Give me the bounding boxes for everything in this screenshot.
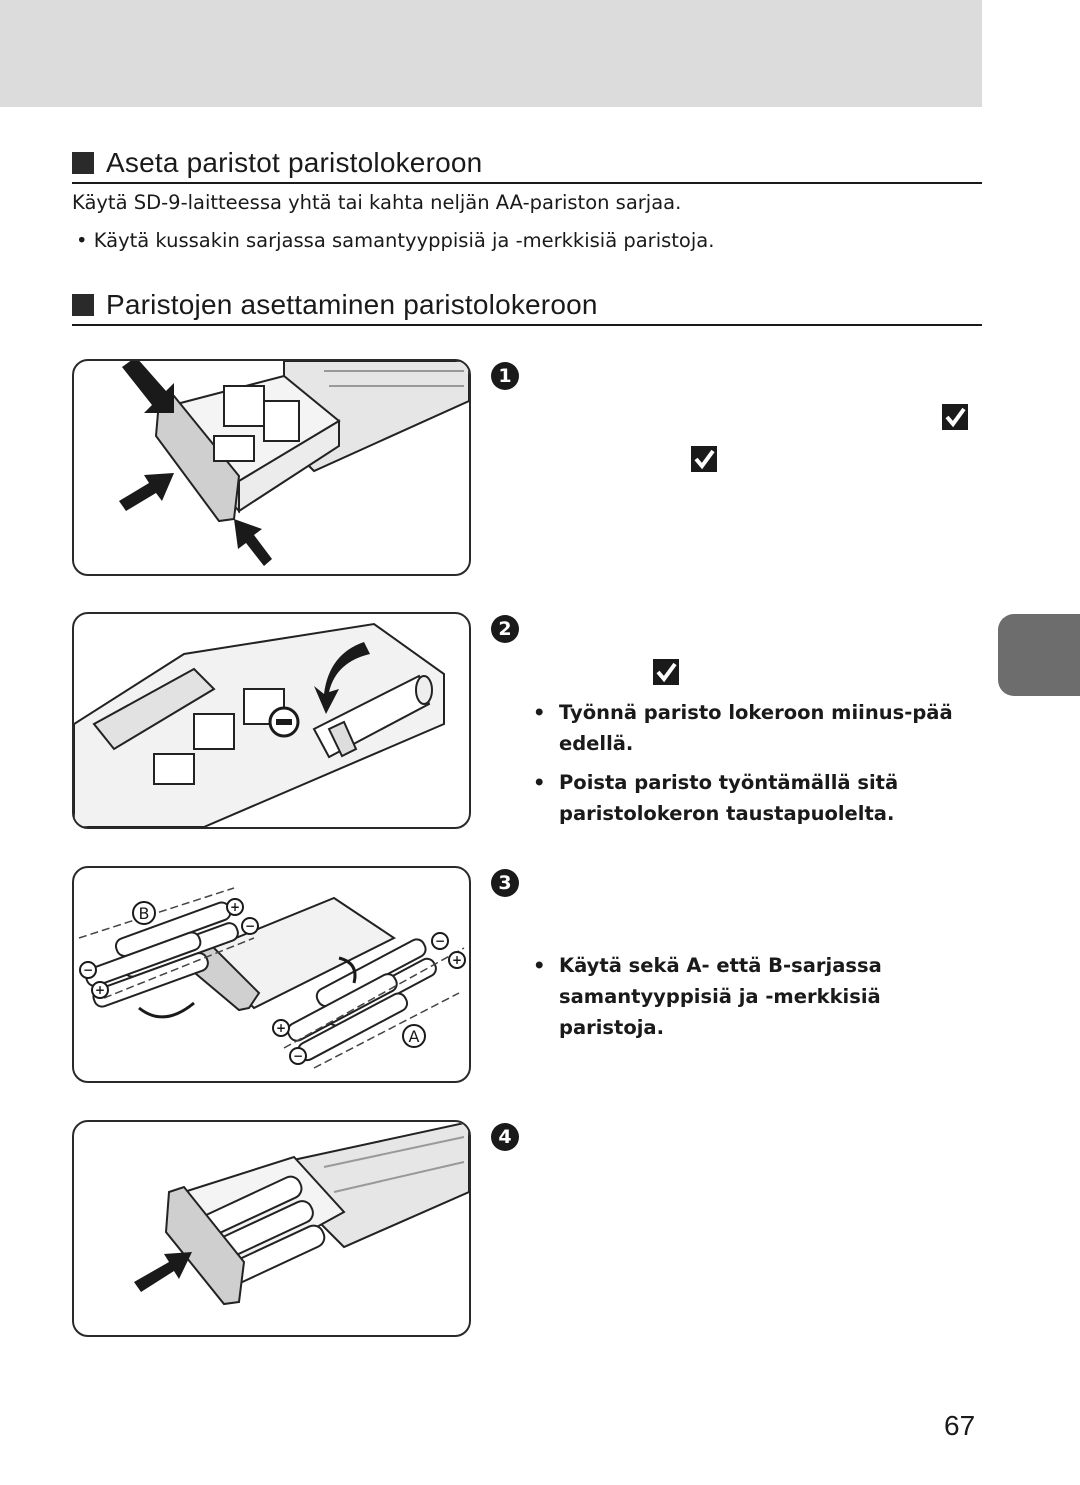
chapter-tab (998, 614, 1080, 696)
plus-terminal-icon: + (452, 953, 462, 967)
bullet-dot: • (533, 701, 546, 724)
illustration-battery-sets: B A + − − + − + + − (72, 866, 471, 1083)
step-2-bullets: • Työnnä paristo lokeroon miinus-pää edel… (533, 697, 953, 837)
step-number-3: 3 (491, 869, 519, 897)
square-bullet-icon (72, 152, 94, 174)
illustration-reinsert-holder (72, 1120, 471, 1337)
bullet-dot: • (533, 954, 546, 977)
bullet-item: • Työnnä paristo lokeroon miinus-pää edel… (533, 697, 953, 759)
check-mark-icon (942, 404, 968, 430)
step-number-4: 4 (491, 1123, 519, 1151)
bullet-text: Poista paristo työntämällä sitä paristol… (559, 771, 899, 825)
illustration-remove-holder (72, 359, 471, 576)
illustration-insert-battery (72, 612, 471, 829)
bullet-text: Työnnä paristo lokeroon miinus-pää edell… (559, 701, 953, 755)
page-number: 67 (944, 1410, 976, 1441)
step-number-1: 1 (491, 362, 519, 390)
bullet-item: • Poista paristo työntämällä sitä paristo… (533, 767, 953, 829)
section-heading-text: Paristojen asettaminen paristolokeroon (106, 289, 598, 320)
check-mark-icon (691, 446, 717, 472)
bullet-dot: • (533, 771, 546, 794)
plus-terminal-icon: + (230, 900, 240, 914)
check-mark-icon (653, 659, 679, 685)
intro-bullet: • Käytä kussakin sarjassa samantyyppisiä… (76, 229, 715, 252)
section-heading-inserting-batteries: Paristojen asettaminen paristolokeroon (72, 286, 982, 326)
square-bullet-icon (72, 294, 94, 316)
minus-terminal-icon: − (83, 963, 93, 977)
label-set-b: B (139, 904, 150, 923)
section-heading-text: Aseta paristot paristolokeroon (106, 147, 483, 178)
step-number-2: 2 (491, 615, 519, 643)
minus-terminal-icon: − (245, 919, 255, 933)
step-3-bullets: • Käytä sekä A- että B-sarjassa samantyyp… (533, 950, 953, 1051)
section-heading-insert-batteries: Aseta paristot paristolokeroon (72, 144, 982, 184)
header-band (0, 0, 982, 107)
plus-terminal-icon: + (276, 1021, 286, 1035)
bullet-item: • Käytä sekä A- että B-sarjassa samantyyp… (533, 950, 953, 1043)
plus-terminal-icon: + (95, 983, 105, 997)
intro-text: Käytä SD-9-laitteessa yhtä tai kahta nel… (72, 191, 682, 214)
label-set-a: A (409, 1027, 420, 1046)
minus-terminal-icon: − (293, 1049, 303, 1063)
minus-terminal-icon: − (435, 934, 445, 948)
bullet-text: Käytä sekä A- että B-sarjassa samantyypp… (559, 954, 882, 1039)
